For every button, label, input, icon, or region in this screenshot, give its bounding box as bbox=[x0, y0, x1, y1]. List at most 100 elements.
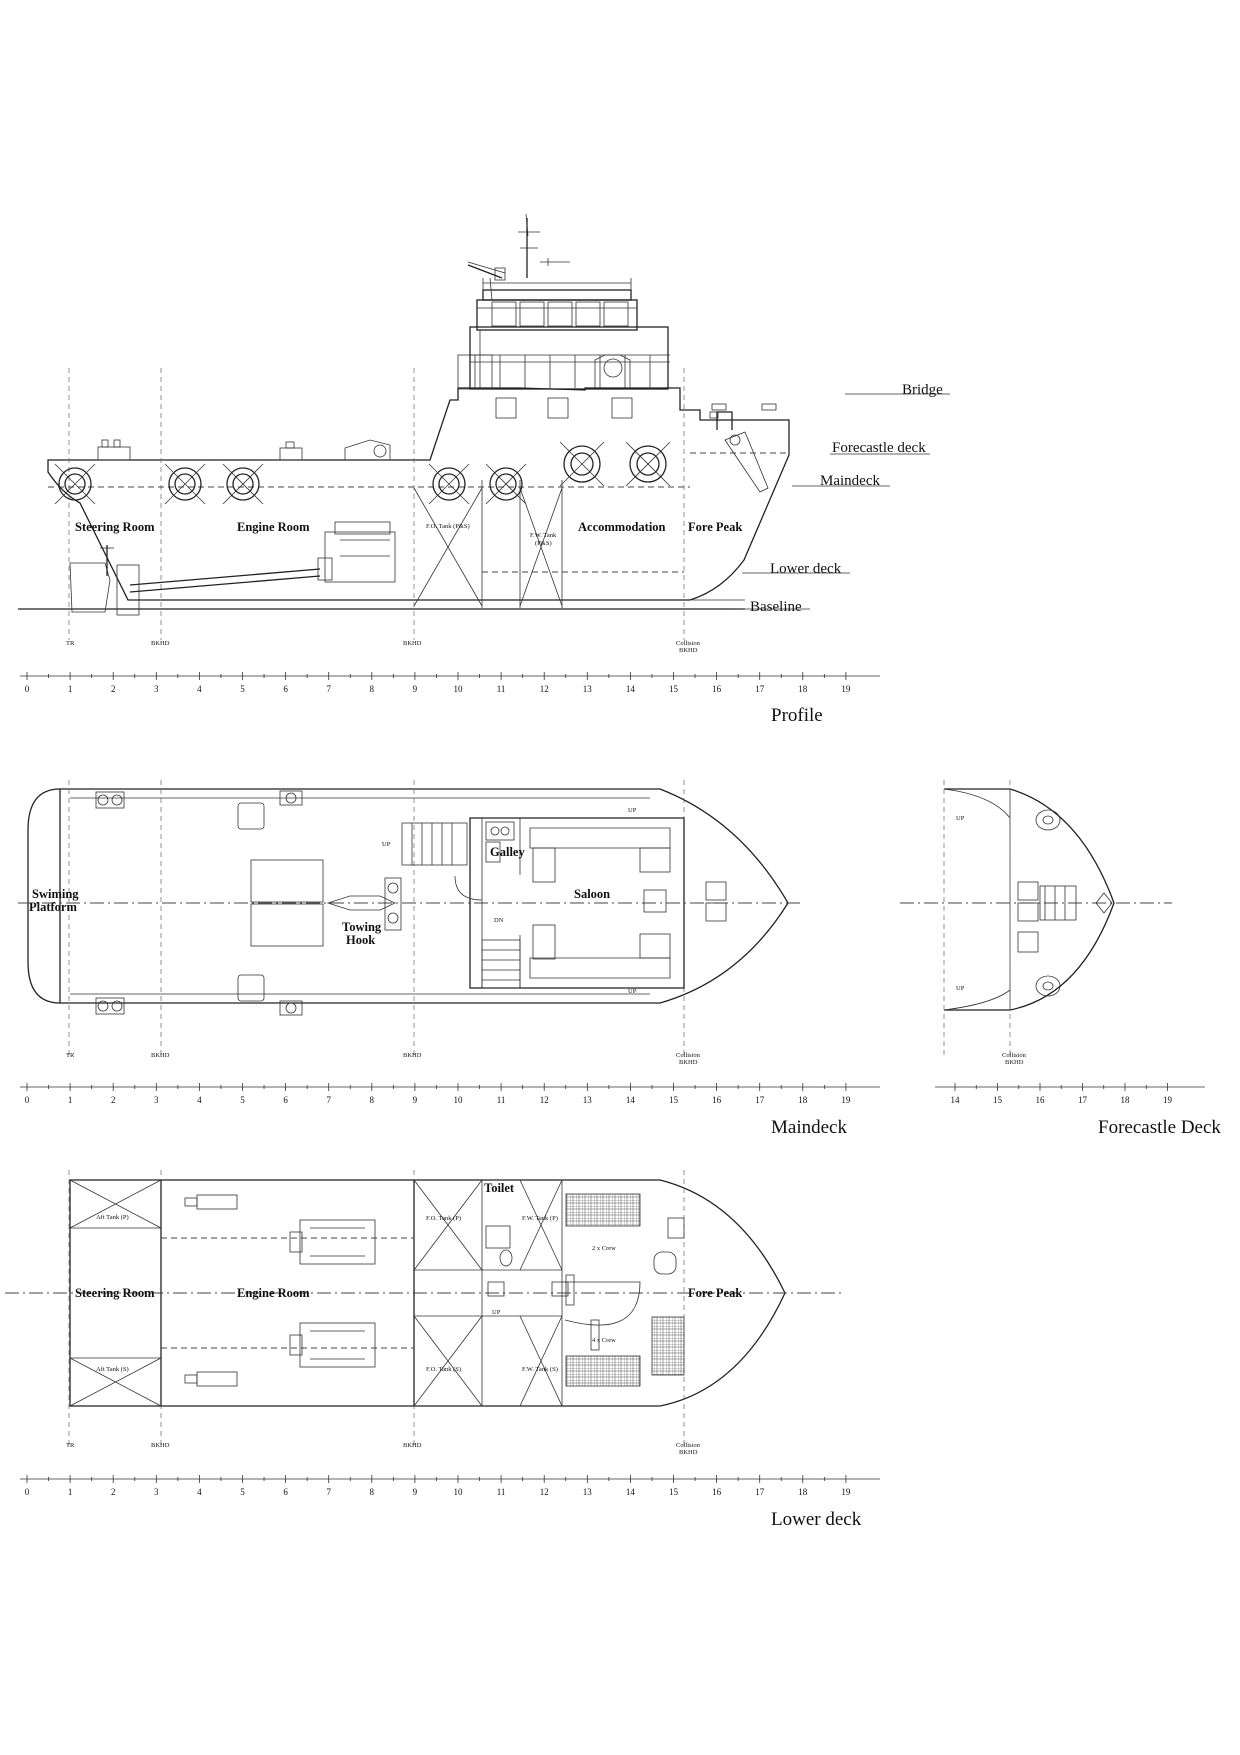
scale-label: 1 bbox=[68, 1095, 73, 1105]
forecastle-up-1: UP bbox=[956, 815, 965, 822]
maindeck-up-1: UP bbox=[382, 841, 391, 848]
scale-label: 17 bbox=[755, 1095, 765, 1105]
scale-label: 14 bbox=[626, 1487, 636, 1497]
scale-label: 2 bbox=[111, 1095, 116, 1105]
scale-label: 1 bbox=[68, 684, 73, 694]
forecastle-frame-labels: Collision BKHD bbox=[1002, 1052, 1027, 1066]
forecastle-fittings bbox=[1017, 809, 1113, 997]
forecastle-hull bbox=[944, 788, 1115, 1011]
scale-label: 5 bbox=[240, 1095, 245, 1105]
scale-label: 6 bbox=[283, 684, 288, 694]
label-forecastle-deck: Forecastle deck bbox=[832, 440, 926, 456]
scale-label: 6 bbox=[283, 1095, 288, 1105]
scale-label: 12 bbox=[540, 1487, 549, 1497]
scale-label: 17 bbox=[755, 1487, 765, 1497]
lower-deck-tank-crosses bbox=[69, 1179, 563, 1407]
profile-frame-labels: TR BKHD BKHD Collision BKHD bbox=[66, 640, 701, 654]
scale-label: 10 bbox=[454, 684, 464, 694]
towing-hook bbox=[326, 877, 402, 931]
maindeck-title: Maindeck bbox=[771, 1117, 847, 1138]
frame-bkhd-2: BKHD bbox=[403, 640, 422, 647]
scale-label: 18 bbox=[798, 1487, 808, 1497]
lower-frame-collision-2: BKHD bbox=[679, 1449, 698, 1456]
lower-fo-tank-s: F.O. Tank (S) bbox=[426, 1366, 461, 1373]
maindeck-hull bbox=[59, 788, 789, 1004]
lower-fo-tank-p: F.O. Tank (P) bbox=[426, 1215, 461, 1222]
profile-room-steering: Steering Room bbox=[75, 520, 155, 534]
maindeck-frame-collision-2: BKHD bbox=[679, 1059, 698, 1066]
forecastle-title: Forecastle Deck bbox=[1098, 1117, 1221, 1138]
lower-toilet: Toilet bbox=[484, 1181, 515, 1195]
maindeck-swim-platform-2: Platform bbox=[29, 900, 77, 914]
profile-room-fore-peak: Fore Peak bbox=[688, 520, 742, 534]
lower-deck-bulkheads bbox=[70, 1180, 563, 1406]
frame-collision-2: BKHD bbox=[679, 647, 698, 654]
profile-deck-labels: Bridge Forecastle deck Maindeck Lower de… bbox=[735, 382, 950, 615]
lower-deck-title: Lower deck bbox=[771, 1509, 862, 1530]
scale-label: 10 bbox=[454, 1487, 464, 1497]
scale-label: 13 bbox=[583, 1487, 593, 1497]
lower-deck-cabins bbox=[485, 1193, 685, 1387]
lower-frame-labels: TR BKHD BKHD Collision BKHD bbox=[66, 1442, 701, 1456]
frame-collision-1: Collision bbox=[676, 640, 701, 647]
scale-label: 18 bbox=[1121, 1095, 1131, 1105]
scale-label: 2 bbox=[111, 684, 116, 694]
scale-label: 9 bbox=[413, 1487, 418, 1497]
maindeck-frame-collision-1: Collision bbox=[676, 1052, 701, 1059]
scale-label: 3 bbox=[154, 684, 159, 694]
lower-fw-tank-s: F.W. Tank (S) bbox=[522, 1366, 558, 1373]
scale-label: 7 bbox=[326, 1095, 331, 1105]
scale-label: 13 bbox=[583, 684, 593, 694]
scale-label: 16 bbox=[712, 1095, 722, 1105]
scale-label: 17 bbox=[755, 684, 765, 694]
label-lower-deck: Lower deck bbox=[770, 561, 842, 577]
lower-frame-bkhd-1: BKHD bbox=[151, 1442, 170, 1449]
maindeck-dn: DN bbox=[494, 917, 504, 924]
label-bridge: Bridge bbox=[902, 382, 943, 398]
frame-tr: TR bbox=[66, 640, 75, 647]
forecastle-frame-collision-1: Collision bbox=[1002, 1052, 1027, 1059]
profile-room-accommodation: Accommodation bbox=[578, 520, 666, 534]
maindeck-frame-lines bbox=[68, 780, 685, 1055]
scale-label: 18 bbox=[798, 684, 808, 694]
profile-view: Steering Room Engine Room Accommodation … bbox=[18, 213, 950, 726]
scale-label: 2 bbox=[111, 1487, 116, 1497]
maindeck-life-rafts bbox=[705, 881, 727, 922]
profile-lifebuoys bbox=[54, 441, 671, 505]
maindeck-saloon: Saloon bbox=[574, 887, 610, 901]
scale-label: 15 bbox=[669, 1487, 679, 1497]
scale-label: 12 bbox=[540, 1095, 549, 1105]
lower-fore-peak: Fore Peak bbox=[688, 1286, 742, 1300]
scale-label: 8 bbox=[370, 1487, 375, 1497]
scale-label: 19 bbox=[841, 684, 851, 694]
scale-label: 13 bbox=[583, 1095, 593, 1105]
scale-label: 0 bbox=[25, 1487, 30, 1497]
scale-label: 6 bbox=[283, 1487, 288, 1497]
lower-steering-room: Steering Room bbox=[75, 1286, 155, 1300]
scale-label: 14 bbox=[626, 684, 636, 694]
scale-label: 4 bbox=[197, 1487, 202, 1497]
frame-bkhd-1: BKHD bbox=[151, 640, 170, 647]
scale-label: 5 bbox=[240, 684, 245, 694]
scale-label: 16 bbox=[1036, 1095, 1046, 1105]
forecastle-frame-collision-2: BKHD bbox=[1005, 1059, 1024, 1066]
lower-up: UP bbox=[492, 1309, 501, 1316]
scale-label: 9 bbox=[413, 1095, 418, 1105]
maindeck-frame-bkhd-1: BKHD bbox=[151, 1052, 170, 1059]
scale-label: 4 bbox=[197, 1095, 202, 1105]
label-maindeck: Maindeck bbox=[820, 473, 880, 489]
scale-label: 14 bbox=[626, 1095, 636, 1105]
scale-label: 7 bbox=[326, 684, 331, 694]
lower-aft-tank-s: Aft Tank (S) bbox=[96, 1366, 129, 1373]
scale-label: 15 bbox=[669, 1095, 679, 1105]
maindeck-towing-1: Towing bbox=[342, 920, 382, 934]
scale-label: 10 bbox=[454, 1095, 464, 1105]
scale-label: 18 bbox=[798, 1095, 808, 1105]
scale-label: 5 bbox=[240, 1487, 245, 1497]
